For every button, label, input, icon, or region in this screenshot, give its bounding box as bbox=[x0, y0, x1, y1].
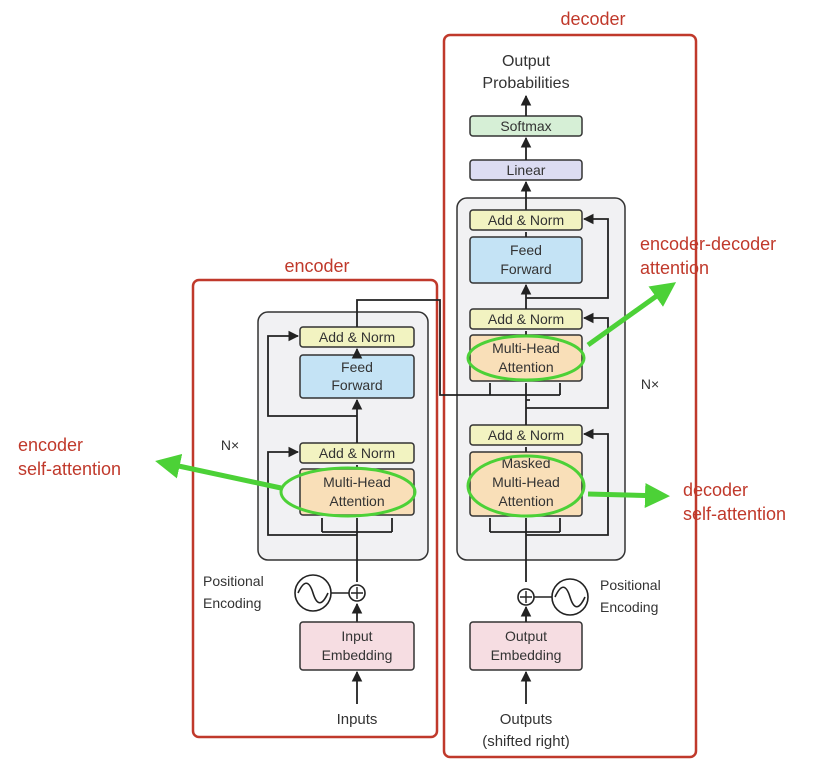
encdec-attn-label-1: encoder-decoder bbox=[640, 234, 776, 254]
encoder-add-norm-bottom-label: Add & Norm bbox=[319, 445, 395, 461]
decoder-mha-label-2: Attention bbox=[498, 359, 553, 375]
encoder-stack bbox=[257, 311, 429, 561]
decoder-self-attention-highlight bbox=[466, 454, 586, 518]
encoder-pos-enc-label-2: Encoding bbox=[203, 595, 261, 611]
decoder-pos-enc-label-2: Encoding bbox=[600, 599, 658, 615]
encoder-inputs-label: Inputs bbox=[337, 711, 378, 728]
encoder-frame bbox=[191, 278, 439, 739]
dec-self-attn-label-2: self-attention bbox=[683, 504, 786, 524]
decoder-embed-label-1: Output bbox=[505, 628, 547, 644]
encoder-pos-enc-label-1: Positional bbox=[203, 573, 264, 589]
decoder-embed-label-2: Embedding bbox=[491, 647, 562, 663]
decoder-self-attention-pointer bbox=[587, 482, 670, 508]
decoder-add-norm-mid-label: Add & Norm bbox=[488, 311, 564, 327]
decoder-masked-label-2: Multi-Head bbox=[492, 474, 560, 490]
decoder-masked-label-3: Attention bbox=[498, 493, 553, 509]
decoder-add-norm-top bbox=[469, 209, 583, 231]
decoder-title: decoder bbox=[560, 9, 625, 29]
decoder-frame bbox=[442, 33, 698, 759]
decoder-add-norm-bottom-label: Add & Norm bbox=[488, 427, 564, 443]
decoder-ff-label-1: Feed bbox=[510, 242, 542, 258]
decoder-sine-icon-wave bbox=[554, 586, 586, 608]
decoder-output-label-2: Probabilities bbox=[482, 75, 569, 92]
encdec-attention-pointer bbox=[586, 282, 677, 348]
encoder-to-decoder-link bbox=[356, 299, 560, 396]
decoder-nx-label: N× bbox=[641, 376, 659, 392]
encoder-mha-label-2: Attention bbox=[329, 493, 384, 509]
enc-self-attn-label-1: encoder bbox=[18, 435, 83, 455]
encoder-title: encoder bbox=[284, 256, 349, 276]
decoder-arrow-into-masked bbox=[489, 518, 561, 582]
decoder-pos-enc-label-1: Positional bbox=[600, 577, 661, 593]
decoder-residual-masked bbox=[526, 428, 609, 536]
encoder-input-embedding bbox=[299, 621, 415, 671]
encoder-embed-label-1: Input bbox=[341, 628, 372, 644]
encoder-ff-label-2: Forward bbox=[331, 377, 382, 393]
dec-self-attn-label-1: decoder bbox=[683, 480, 748, 500]
decoder-masked-label-1: Masked bbox=[501, 455, 550, 471]
encdec-attention-highlight bbox=[466, 334, 586, 382]
enc-self-attn-label-2: self-attention bbox=[18, 459, 121, 479]
encoder-sine-icon-wave bbox=[297, 582, 329, 604]
encoder-self-attention-pointer bbox=[155, 453, 282, 491]
encdec-attn-label-2: attention bbox=[640, 258, 709, 278]
encoder-plus-icon-cross bbox=[351, 587, 363, 599]
decoder-output-label-1: Output bbox=[502, 53, 551, 70]
decoder-mha-label-1: Multi-Head bbox=[492, 340, 560, 356]
encoder-self-attention-highlight bbox=[279, 466, 417, 518]
decoder-outputs-label: Outputs bbox=[500, 711, 553, 728]
decoder-residual-attn bbox=[526, 312, 609, 409]
decoder-shifted-label: (shifted right) bbox=[482, 733, 570, 750]
decoder-residual-ff bbox=[526, 213, 609, 299]
encoder-ff-label-1: Feed bbox=[341, 359, 373, 375]
decoder-linear-label: Linear bbox=[507, 162, 546, 178]
decoder-arrow-into-mha bbox=[489, 383, 561, 425]
decoder-softmax-label: Softmax bbox=[500, 118, 551, 134]
encoder-mha-label-1: Multi-Head bbox=[323, 474, 391, 490]
encoder-add-norm-top-label: Add & Norm bbox=[319, 329, 395, 345]
encoder-residual-ff bbox=[267, 330, 357, 417]
decoder-add-norm-top-label: Add & Norm bbox=[488, 212, 564, 228]
encoder-residual-attn bbox=[267, 446, 357, 536]
encoder-arrow-into-mha bbox=[321, 518, 393, 582]
encoder-nx-label: N× bbox=[221, 437, 239, 453]
encoder-embed-label-2: Embedding bbox=[322, 647, 393, 663]
decoder-plus-icon-cross bbox=[520, 591, 532, 603]
decoder-ff-label-2: Forward bbox=[500, 261, 551, 277]
